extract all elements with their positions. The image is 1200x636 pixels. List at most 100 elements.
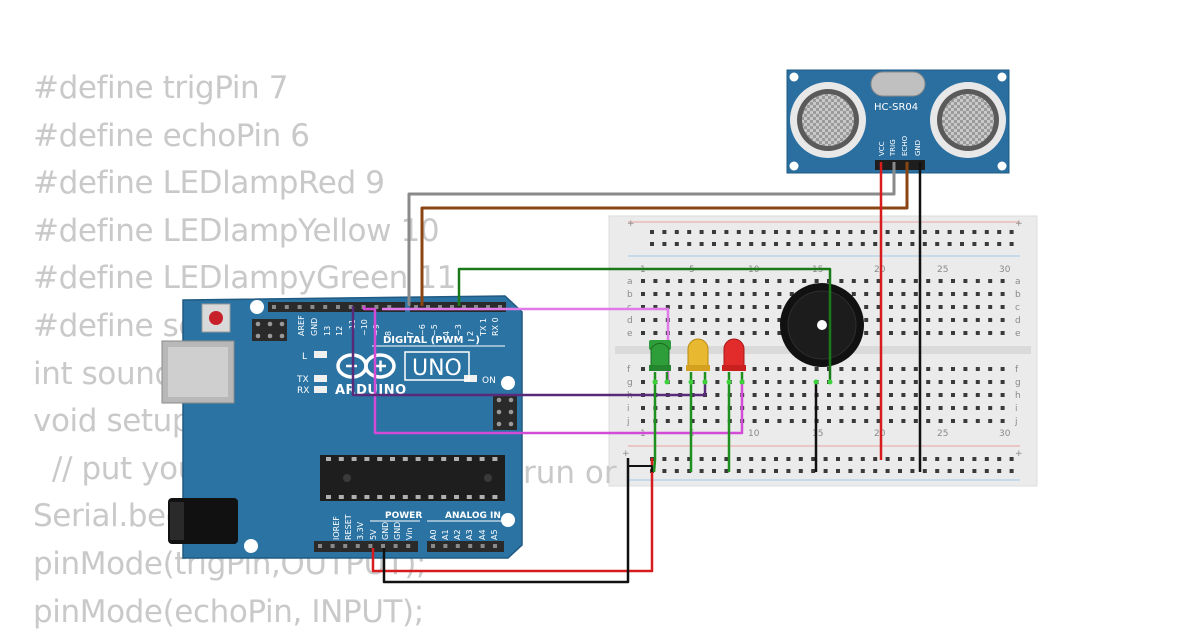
breadboard-hole[interactable]: [951, 380, 955, 384]
breadboard-hole[interactable]: [641, 305, 645, 309]
rail-hole[interactable]: [984, 242, 989, 246]
rail-hole[interactable]: [761, 469, 766, 473]
rail-hole[interactable]: [712, 469, 716, 473]
header-pin[interactable]: [336, 305, 340, 309]
rail-hole[interactable]: [699, 230, 704, 234]
breadboard-hole[interactable]: [690, 331, 695, 335]
breadboard-hole[interactable]: [715, 331, 720, 335]
breadboard-hole[interactable]: [715, 380, 720, 384]
breadboard-hole[interactable]: [864, 419, 869, 423]
breadboard-hole[interactable]: [864, 279, 869, 283]
breadboard-hole[interactable]: [876, 367, 881, 371]
breadboard-hole[interactable]: [876, 380, 881, 384]
rail-hole[interactable]: [687, 457, 692, 461]
breadboard-hole[interactable]: [665, 292, 670, 296]
rail-hole[interactable]: [749, 469, 754, 473]
rail-hole[interactable]: [749, 457, 754, 461]
led-green[interactable]: [649, 340, 671, 473]
breadboard-hole[interactable]: [678, 419, 683, 423]
rail-hole[interactable]: [848, 457, 853, 461]
breadboard-hole[interactable]: [901, 279, 906, 283]
rail-hole[interactable]: [984, 457, 989, 461]
breadboard-hole[interactable]: [814, 367, 819, 371]
breadboard-hole[interactable]: [765, 331, 769, 335]
breadboard-hole[interactable]: [752, 292, 757, 296]
rail-hole[interactable]: [674, 457, 679, 461]
breadboard-hole[interactable]: [641, 419, 645, 423]
breadboard-hole[interactable]: [827, 406, 831, 410]
rail-hole[interactable]: [898, 457, 902, 461]
breadboard-hole[interactable]: [703, 406, 707, 410]
rail-hole[interactable]: [860, 469, 865, 473]
breadboard-hole[interactable]: [752, 380, 757, 384]
breadboard-hole[interactable]: [752, 305, 757, 309]
header-pin[interactable]: [272, 305, 276, 309]
rail-hole[interactable]: [885, 457, 890, 461]
breadboard-hole[interactable]: [752, 331, 757, 335]
rail-hole[interactable]: [997, 457, 1002, 461]
rail-hole[interactable]: [898, 230, 902, 234]
rail-hole[interactable]: [674, 230, 679, 234]
breadboard-hole[interactable]: [678, 331, 683, 335]
rail-hole[interactable]: [922, 242, 927, 246]
breadboard-hole[interactable]: [901, 331, 906, 335]
breadboard-hole[interactable]: [765, 393, 769, 397]
rail-hole[interactable]: [997, 242, 1002, 246]
rail-hole[interactable]: [947, 457, 952, 461]
rail-hole[interactable]: [823, 230, 828, 234]
breadboard-hole[interactable]: [938, 292, 943, 296]
breadboard-hole[interactable]: [963, 419, 968, 423]
breadboard-hole[interactable]: [665, 419, 670, 423]
breadboard-hole[interactable]: [889, 393, 893, 397]
breadboard-hole[interactable]: [901, 419, 906, 423]
breadboard-hole[interactable]: [851, 292, 856, 296]
breadboard-hole[interactable]: [678, 292, 683, 296]
breadboard-hole[interactable]: [765, 419, 769, 423]
rail-hole[interactable]: [848, 242, 853, 246]
breadboard-hole[interactable]: [752, 367, 757, 371]
breadboard-hole[interactable]: [851, 367, 856, 371]
breadboard-hole[interactable]: [926, 419, 931, 423]
breadboard-hole[interactable]: [827, 419, 831, 423]
breadboard-hole[interactable]: [789, 279, 794, 283]
breadboard-hole[interactable]: [690, 292, 695, 296]
breadboard-hole[interactable]: [951, 331, 955, 335]
breadboard-hole[interactable]: [951, 367, 955, 371]
breadboard-hole[interactable]: [975, 318, 980, 322]
breadboard-hole[interactable]: [777, 406, 782, 410]
header-pin[interactable]: [284, 305, 289, 309]
breadboard-hole[interactable]: [901, 367, 906, 371]
breadboard-hole[interactable]: [678, 406, 683, 410]
breadboard-hole[interactable]: [963, 279, 968, 283]
breadboard-hole[interactable]: [641, 279, 645, 283]
rail-hole[interactable]: [712, 242, 716, 246]
breadboard-hole[interactable]: [913, 419, 918, 423]
breadboard-hole[interactable]: [975, 406, 980, 410]
breadboard-hole[interactable]: [703, 279, 707, 283]
led-red[interactable]: [722, 338, 746, 472]
breadboard-hole[interactable]: [665, 305, 670, 309]
rail-hole[interactable]: [873, 242, 878, 246]
rail-hole[interactable]: [910, 242, 915, 246]
rail-hole[interactable]: [687, 242, 692, 246]
rail-hole[interactable]: [724, 242, 729, 246]
breadboard-hole[interactable]: [963, 367, 968, 371]
breadboard-hole[interactable]: [777, 305, 782, 309]
header-pin[interactable]: [297, 305, 302, 309]
header-pin[interactable]: [318, 544, 322, 548]
breadboard-hole[interactable]: [975, 367, 980, 371]
rail-hole[interactable]: [947, 469, 952, 473]
header-pin[interactable]: [480, 544, 485, 548]
breadboard-hole[interactable]: [963, 292, 968, 296]
breadboard-hole[interactable]: [740, 318, 745, 322]
breadboard-hole[interactable]: [765, 305, 769, 309]
rail-hole[interactable]: [1009, 230, 1014, 234]
rail-hole[interactable]: [848, 469, 853, 473]
breadboard-hole[interactable]: [789, 367, 794, 371]
breadboard-hole[interactable]: [789, 406, 794, 410]
breadboard-hole[interactable]: [727, 331, 732, 335]
breadboard-hole[interactable]: [715, 279, 720, 283]
rail-hole[interactable]: [674, 469, 679, 473]
header-pin[interactable]: [426, 305, 430, 309]
hc-sr04-sensor[interactable]: HC-SR04 VCC TRIG ECHO GND: [786, 69, 1010, 174]
